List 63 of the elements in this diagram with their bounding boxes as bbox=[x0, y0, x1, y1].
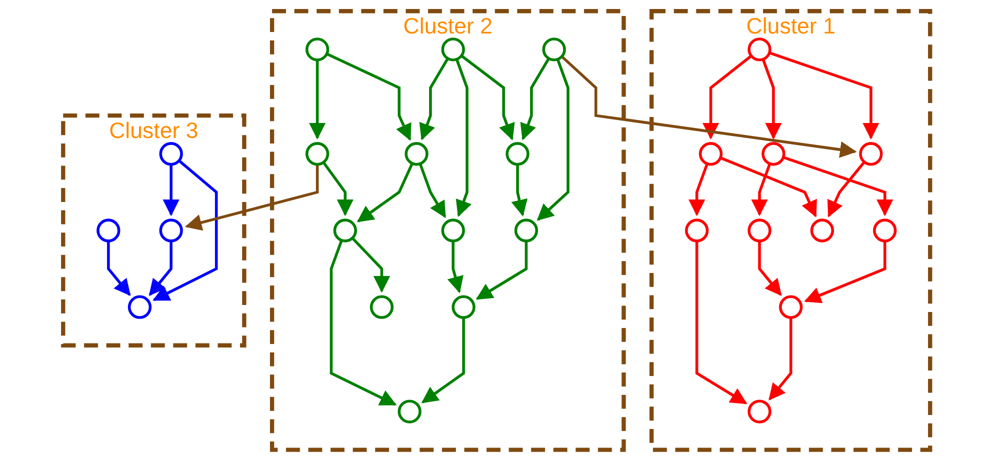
arrow bbox=[330, 240, 398, 406]
node-circle bbox=[405, 142, 429, 166]
arrow bbox=[149, 240, 173, 296]
arrow bbox=[460, 54, 516, 140]
arrow bbox=[107, 240, 132, 296]
arrow bbox=[537, 58, 570, 221]
node-circle bbox=[306, 142, 330, 166]
node-circle bbox=[370, 295, 394, 319]
node-circle bbox=[398, 400, 422, 424]
node-circle bbox=[160, 218, 184, 242]
node-circle bbox=[873, 218, 898, 242]
arrow bbox=[448, 240, 464, 294]
node-circle bbox=[506, 142, 530, 166]
node-circle bbox=[442, 218, 466, 242]
arrow bbox=[758, 240, 782, 296]
node-circle bbox=[859, 142, 884, 166]
node-circle bbox=[334, 218, 358, 242]
arrow bbox=[422, 318, 466, 404]
arrow bbox=[702, 54, 753, 140]
node-circle bbox=[748, 38, 772, 62]
arrow bbox=[309, 60, 326, 140]
node-circle bbox=[685, 218, 710, 242]
arrow bbox=[828, 161, 866, 218]
node-circle bbox=[306, 38, 330, 62]
arrow bbox=[768, 318, 793, 400]
arrow bbox=[769, 52, 880, 140]
arrow bbox=[456, 58, 472, 217]
node-circle bbox=[160, 142, 184, 166]
arrow bbox=[163, 164, 180, 216]
arrow bbox=[185, 164, 320, 231]
node-circle bbox=[762, 142, 786, 166]
cluster: Cluster 3 bbox=[61, 114, 247, 348]
node-circle bbox=[128, 295, 152, 319]
arrow bbox=[357, 162, 414, 222]
arrow bbox=[720, 156, 818, 218]
arrow bbox=[762, 58, 782, 140]
node-circle bbox=[542, 38, 566, 62]
arrow bbox=[322, 162, 354, 216]
arrow bbox=[696, 240, 748, 404]
arrow bbox=[688, 163, 709, 216]
node-circle bbox=[748, 400, 772, 424]
node-circle bbox=[699, 142, 723, 166]
arrow bbox=[326, 52, 412, 141]
arrow bbox=[352, 237, 390, 293]
node-circle bbox=[779, 295, 804, 319]
node-circle bbox=[96, 218, 121, 242]
arrow bbox=[561, 55, 858, 158]
arrow bbox=[512, 164, 528, 216]
cluster: Cluster 1 bbox=[650, 9, 933, 452]
arrow bbox=[752, 163, 772, 216]
node-circle bbox=[810, 218, 834, 242]
node-circle bbox=[442, 38, 466, 62]
arrow bbox=[804, 240, 887, 304]
node-circle bbox=[452, 295, 476, 319]
node-circle bbox=[514, 218, 538, 242]
arrow bbox=[783, 156, 894, 216]
arrow bbox=[420, 58, 450, 140]
arrow bbox=[476, 240, 528, 300]
node-circle bbox=[748, 218, 772, 242]
arrow bbox=[520, 58, 550, 140]
arrow bbox=[419, 163, 447, 218]
arrow bbox=[152, 160, 218, 302]
cluster: Cluster 2 bbox=[270, 9, 626, 452]
